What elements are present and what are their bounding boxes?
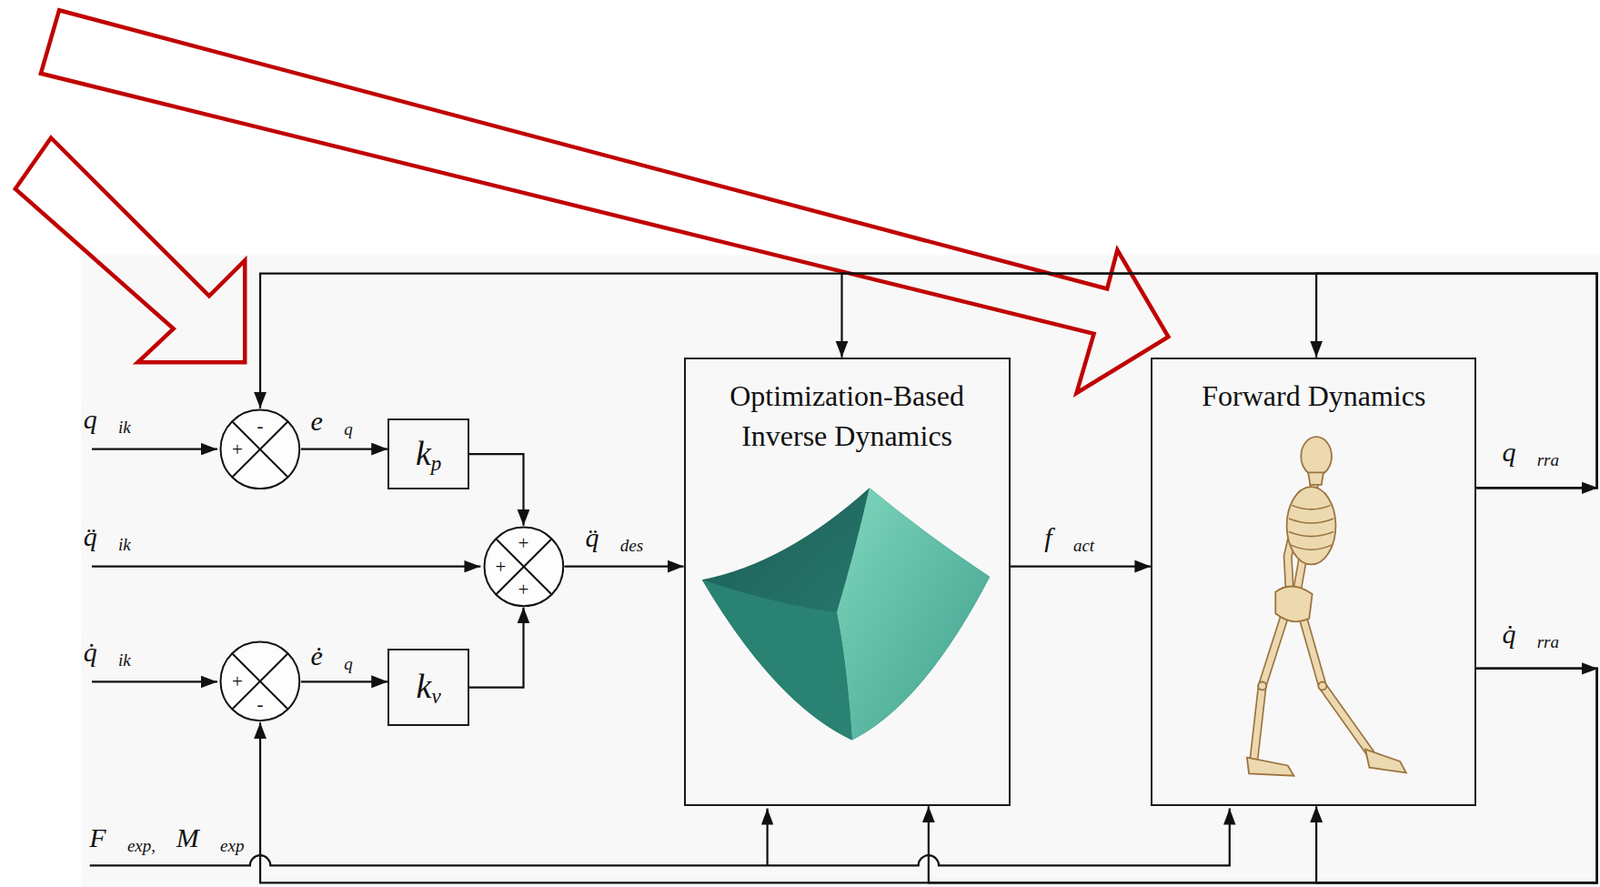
box-title: Forward Dynamics — [1201, 375, 1426, 417]
callout-arrow — [40, 10, 1169, 393]
signal-wire — [1010, 565, 1152, 568]
signal-wire — [469, 606, 524, 687]
signal-name: q̇⃗ik — [80, 633, 134, 673]
sign-label: - — [257, 416, 264, 436]
junction-outline — [221, 409, 301, 489]
signal-name: q⃗ik — [80, 401, 134, 440]
skeleton-figure — [1247, 436, 1407, 775]
signal-wire — [260, 668, 1598, 884]
signal-wire — [928, 668, 1598, 884]
signal-name: q⃗rra — [1499, 433, 1562, 473]
sign-label: - — [257, 694, 264, 715]
diagram-ground — [81, 254, 1600, 887]
gain-label: kp — [415, 431, 442, 478]
summing-junction: +- — [219, 640, 302, 723]
signal-name: ė⃗q — [308, 638, 356, 677]
sign-label: + — [518, 533, 530, 554]
gain-block: kv — [387, 648, 470, 725]
process-box: Optimization-Based Inverse Dynamics — [684, 357, 1011, 807]
input-wire — [91, 448, 218, 451]
signal-name: q̇⃗rra — [1499, 615, 1562, 655]
cost-surface — [702, 487, 990, 740]
signal-wire — [469, 453, 524, 526]
input-wire — [91, 565, 481, 568]
signal-wire — [563, 564, 684, 567]
sign-label: + — [231, 439, 243, 459]
sign-label: + — [494, 556, 506, 576]
signal-name: q̈⃗des — [582, 519, 646, 558]
callout-arrow — [15, 137, 245, 363]
signal-name: q̈⃗ik — [80, 518, 134, 557]
signal-wire — [301, 680, 388, 683]
sign-label: + — [518, 579, 530, 599]
external-load-wire — [765, 808, 768, 866]
junction-outline — [483, 526, 564, 606]
gain-label: kv — [416, 664, 442, 711]
gain-block: kp — [387, 418, 470, 491]
sign-label: + — [231, 672, 243, 692]
signal-name: e⃗q — [308, 403, 356, 443]
signal-wire — [1316, 668, 1597, 884]
junction-outline — [221, 642, 301, 722]
input-wire — [91, 680, 218, 683]
signal-wire — [301, 447, 388, 450]
box-title: Optimization-Based Inverse Dynamics — [694, 375, 1000, 458]
signal-name: M⃗exp — [173, 819, 248, 858]
signal-name: f⃗act — [1041, 519, 1097, 558]
signal-wire — [260, 273, 1598, 489]
summing-junction: -+ — [219, 408, 302, 491]
summing-junction: + + + — [483, 525, 565, 608]
process-box: Forward Dynamics — [1150, 357, 1477, 807]
signal-name: F⃗exp, — [86, 819, 159, 858]
